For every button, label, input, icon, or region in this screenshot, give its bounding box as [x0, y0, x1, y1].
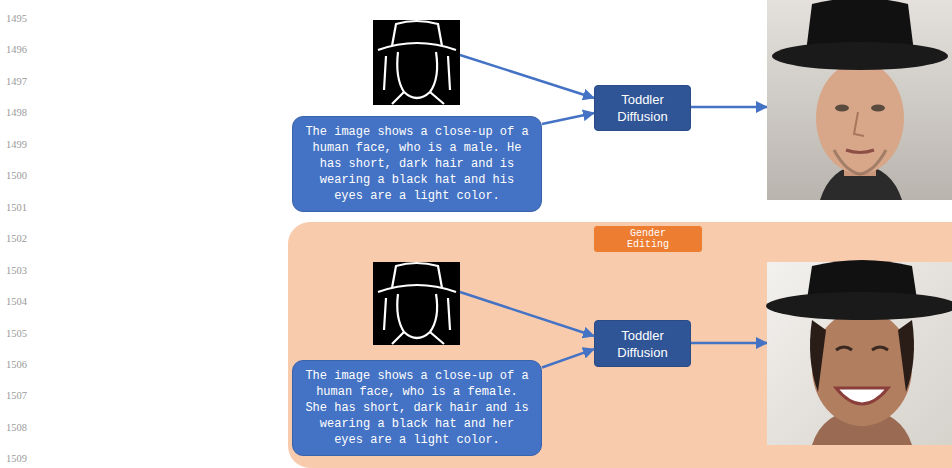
drawing-part — [871, 105, 885, 112]
line-number: 1509 — [6, 452, 27, 466]
drawing-part — [846, 150, 874, 153]
face-photo — [766, 260, 952, 445]
flow-arrow — [460, 55, 594, 98]
face-photo — [767, 0, 952, 200]
connector-arrow — [542, 113, 594, 124]
sketch-image — [373, 20, 460, 105]
drawing-part — [378, 263, 456, 344]
line-number: 1500 — [6, 169, 27, 183]
drawing-part — [378, 21, 456, 104]
flow-arrow — [691, 106, 767, 109]
line-number: 1508 — [6, 421, 27, 435]
drawing-part — [835, 105, 849, 112]
drawing-part — [854, 112, 864, 136]
process-label: Toddler Diffusion — [601, 327, 684, 361]
line-number: 1497 — [6, 75, 27, 89]
drawing-part — [816, 62, 904, 174]
line-number: 1496 — [6, 43, 27, 57]
process-box: Toddler Diffusion — [594, 85, 691, 131]
drawing-part — [766, 292, 952, 320]
flow-arrow — [691, 342, 767, 345]
drawing-part — [373, 20, 460, 105]
caption-box: The image shows a close-up of a human fa… — [292, 116, 542, 212]
line-number: 1505 — [6, 327, 27, 341]
drawing-part — [392, 332, 444, 344]
drawing-part — [378, 285, 456, 292]
drawing-part — [378, 43, 456, 50]
drawing-part — [898, 320, 914, 392]
sketch-image — [373, 262, 460, 345]
editing-tag: Gender Editing — [594, 226, 702, 252]
drawing-part — [384, 56, 450, 90]
line-number: 1507 — [6, 389, 27, 403]
drawing-part — [836, 388, 888, 404]
drawing-part — [834, 150, 886, 174]
drawing-part — [772, 42, 948, 70]
drawing-part — [872, 347, 888, 350]
process-box: Toddler Diffusion — [594, 320, 691, 367]
line-number: 1498 — [6, 106, 27, 120]
tag-label: Gender Editing — [617, 228, 679, 250]
line-number: 1495 — [6, 12, 27, 26]
process-label: Toddler Diffusion — [601, 91, 684, 125]
line-number: 1503 — [6, 264, 27, 278]
drawing-part — [836, 347, 852, 350]
line-number: 1506 — [6, 358, 27, 372]
line-number: 1502 — [6, 232, 27, 246]
caption-box: The image shows a close-up of a human fa… — [292, 360, 542, 456]
drawing-part — [373, 262, 460, 345]
caption-text: The image shows a close-up of a human fa… — [302, 124, 532, 204]
drawing-part — [384, 298, 450, 330]
editing-band: Gender EditingThe image shows a close-up… — [288, 222, 952, 468]
drawing-part — [812, 310, 912, 426]
drawing-part — [392, 92, 444, 104]
line-number: 1499 — [6, 138, 27, 152]
line-number: 1501 — [6, 201, 27, 215]
drawing-part — [397, 52, 437, 98]
caption-text: The image shows a close-up of a human fa… — [302, 368, 532, 448]
drawing-part — [810, 320, 826, 392]
line-number: 1504 — [6, 295, 27, 309]
